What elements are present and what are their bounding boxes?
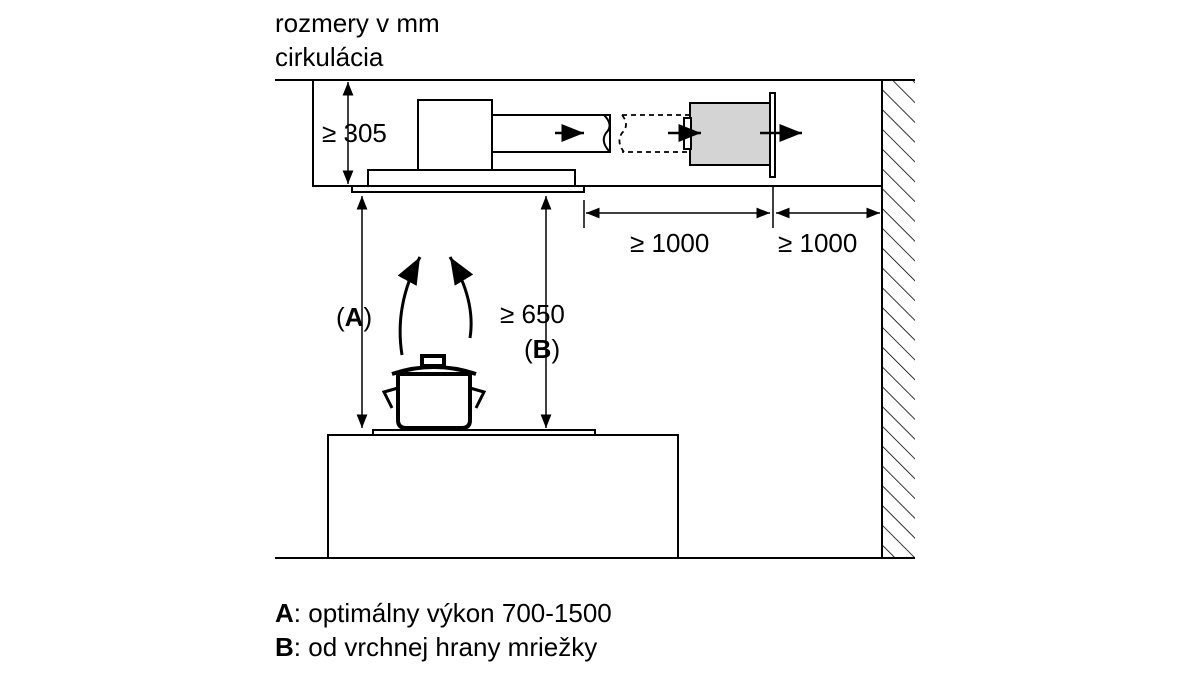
counter-cabinet: [327, 429, 679, 559]
label-b: (B): [524, 334, 560, 364]
units-caption: rozmery v mm: [275, 8, 440, 38]
label-a: (A): [336, 302, 372, 332]
pot-icon: [381, 354, 487, 430]
label-a-close: ): [363, 302, 372, 332]
label-b-open: (: [524, 334, 533, 364]
side-distance-label-1: ≥ 1000: [630, 228, 709, 258]
label-a-open: (: [336, 302, 345, 332]
ceiling-depth-label: ≥ 305: [322, 118, 387, 148]
legend-a-text: : optimálny výkon 700-1500: [293, 598, 612, 628]
legend-b-text: : od vrchnej hrany mriežky: [293, 632, 598, 662]
recirculation-module: [683, 92, 776, 178]
legend-a: A: optimálny výkon 700-1500: [275, 598, 612, 628]
legend-b-letter: B: [275, 632, 294, 662]
side-distance-label-2: ≥ 1000: [778, 228, 857, 258]
wall: [881, 80, 915, 558]
dimension-lines: [342, 82, 880, 428]
label-b-close: ): [551, 334, 560, 364]
duct-extension-dashed: [618, 114, 691, 153]
legend-a-letter: A: [275, 598, 294, 628]
duct: [491, 114, 611, 153]
ceiling-box: [275, 79, 915, 187]
steam-arrows: [397, 256, 474, 356]
svg-text:(B): (B): [524, 334, 560, 364]
mode-caption: cirkulácia: [275, 42, 384, 72]
svg-text:(A): (A): [336, 302, 372, 332]
label-b-letter: B: [533, 334, 552, 364]
hob-distance-label: ≥ 650: [500, 299, 565, 329]
label-a-letter: A: [345, 302, 364, 332]
legend-b: B: od vrchnej hrany mriežky: [275, 632, 597, 662]
